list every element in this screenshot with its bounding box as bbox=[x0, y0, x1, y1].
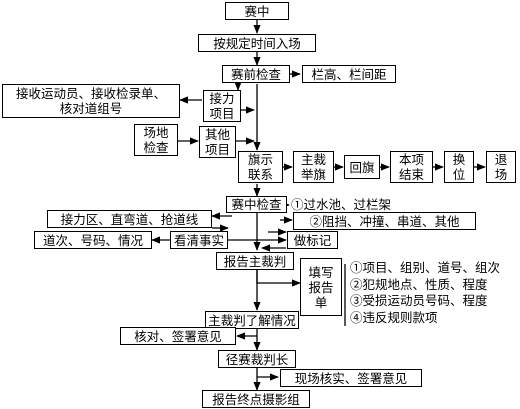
node-sai-qian-jian-cha: 赛前检查 bbox=[222, 65, 290, 83]
node-an-gui-ding: 按规定时间入场 bbox=[198, 34, 316, 52]
node-jing-sai-cai-pan-zhang: 径赛裁判长 bbox=[218, 350, 296, 368]
node-zu-dang: ②阻挡、冲撞、串道、其他 bbox=[293, 212, 476, 230]
node-lan-gao: 栏高、栏间距 bbox=[302, 65, 396, 83]
node-jie-li-xiang-mu: 接力 项目 bbox=[203, 90, 241, 122]
node-kan-qing-shi-shi: 看清事实 bbox=[170, 231, 228, 249]
node-sai-zhong-jian-cha: 赛中检查 bbox=[226, 196, 287, 213]
node-guo-shui-chi: ①过水池、过栏架 bbox=[291, 197, 392, 212]
node-bao-gao-zhu-cai-pan: 报告主裁判 bbox=[216, 252, 294, 270]
node-sai-zhong: 赛中 bbox=[225, 2, 289, 20]
node-qi-ta-xiang-mu: 其他 项目 bbox=[199, 126, 236, 158]
node-dao-ci: 道次、号码、情况 bbox=[34, 231, 152, 249]
node-hui-qi: 回旗 bbox=[344, 155, 380, 179]
node-ben-xiang-jie-shu: 本项 结束 bbox=[390, 151, 433, 183]
node-qi-shi-lian-xi: 旗示 联系 bbox=[238, 151, 283, 183]
node-zhu-cai-pan-liao-jie: 主裁判了解情况 bbox=[205, 311, 299, 329]
node-bao-gao-zhong-dian: 报告终点摄影组 bbox=[202, 390, 310, 408]
node-he-dui: 核对、签署意见 bbox=[120, 327, 236, 345]
node-report-items: ①项目、组别、道号、组次 ②犯规地点、性质、程度 ③受损运动员号码、程度 ④违反… bbox=[350, 260, 501, 325]
node-tui-chang: 退 场 bbox=[486, 151, 516, 183]
node-jie-li-qu: 接力区、直弯道、抢道线 bbox=[47, 210, 212, 228]
connector-report-to-tianxie bbox=[256, 270, 301, 287]
node-jie-shou: 接收运动员、接收检录单、 核对道组号 bbox=[2, 84, 180, 118]
node-huan-wei: 换 位 bbox=[444, 151, 474, 183]
node-zhu-cai-ju-qi: 主裁 举旗 bbox=[293, 151, 334, 183]
node-chang-di-jian-cha: 场地 检查 bbox=[134, 124, 178, 156]
node-tian-xie-bao-gao-dan: 填写 报告 单 bbox=[300, 258, 342, 316]
node-zuo-biao-ji: 做标记 bbox=[287, 231, 338, 249]
node-xian-chang-he-shi: 现场核实、签署意见 bbox=[280, 369, 422, 387]
